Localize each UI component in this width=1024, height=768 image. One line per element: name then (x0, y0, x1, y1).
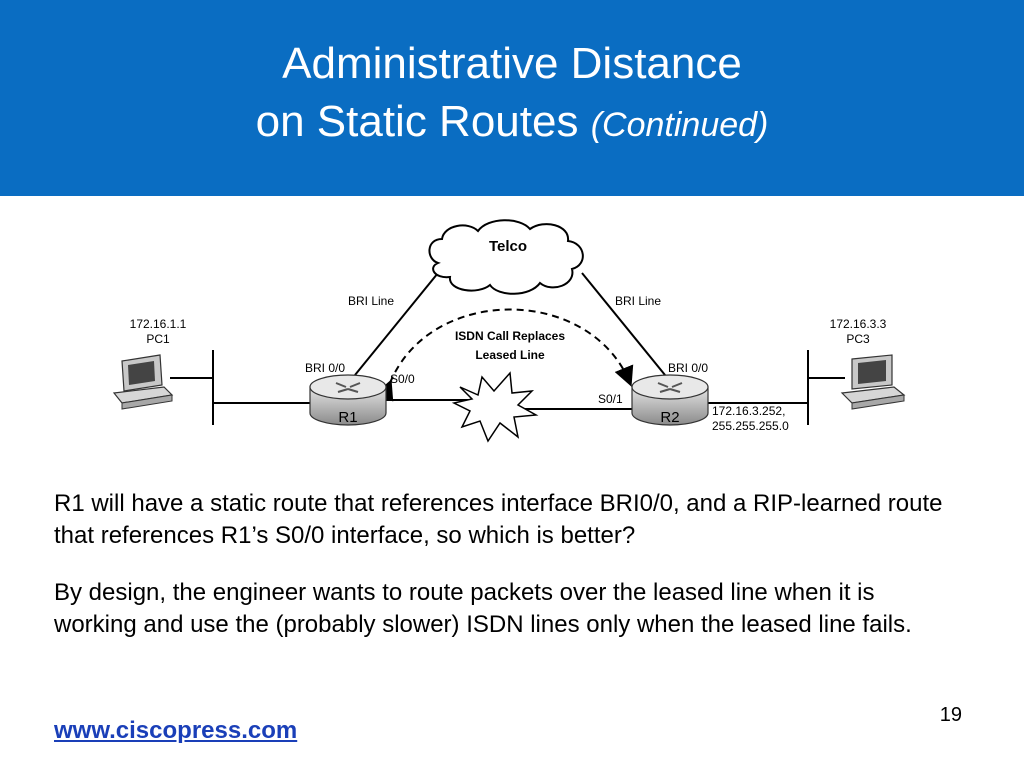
footer-link[interactable]: www.ciscopress.com (54, 717, 298, 744)
slide-title-line2: on Static Routes (Continued) (0, 96, 1024, 151)
line-failure-icon (451, 371, 539, 443)
pc1-ip: 172.16.1.1 (130, 317, 187, 331)
r1-bri-label: BRI 0/0 (305, 361, 345, 375)
pc1-computer-icon (112, 354, 174, 410)
bri-line-right-label: BRI Line (615, 294, 661, 308)
slide-title-main: on Static Routes (255, 97, 579, 146)
title-banner (0, 0, 1024, 196)
slide-title-continued: (Continued) (590, 106, 769, 144)
r2-ip-label-1: 172.16.3.252, (712, 404, 785, 418)
pc3-name: PC3 (846, 332, 870, 346)
r2-ip-label-2: 255.255.255.0 (712, 419, 789, 433)
body-paragraph-2: By design, the engineer wants to route p… (54, 579, 912, 638)
page-number: 19 (939, 704, 962, 726)
pc3-ip: 172.16.3.3 (830, 317, 887, 331)
isdn-label-1: ISDN Call Replaces (455, 329, 565, 343)
pc3-computer-icon (840, 354, 906, 410)
telco-cloud-icon (428, 219, 584, 295)
slide-title-line1: Administrative Distance (282, 39, 742, 88)
bri-line-left (354, 272, 439, 376)
r2-name: R2 (660, 409, 679, 426)
r2-serial-label: S0/1 (598, 392, 623, 406)
cloud-label: Telco (489, 238, 527, 255)
network-diagram: Telco BRI Line BRI Line ISDN Call Replac… (112, 219, 906, 443)
r2-bri-label: BRI 0/0 (668, 361, 708, 375)
bri-line-left-label: BRI Line (348, 294, 394, 308)
isdn-call-arc (374, 308, 634, 402)
body-paragraph-1: R1 will have a static route that referen… (54, 490, 943, 549)
pc1-name: PC1 (146, 332, 170, 346)
r1-name: R1 (338, 409, 357, 426)
r1-router-icon (309, 374, 387, 426)
r2-router-icon (631, 374, 709, 426)
r1-serial-label: S0/0 (390, 372, 415, 386)
bri-line-right (581, 272, 666, 376)
isdn-label-2: Leased Line (475, 348, 545, 362)
